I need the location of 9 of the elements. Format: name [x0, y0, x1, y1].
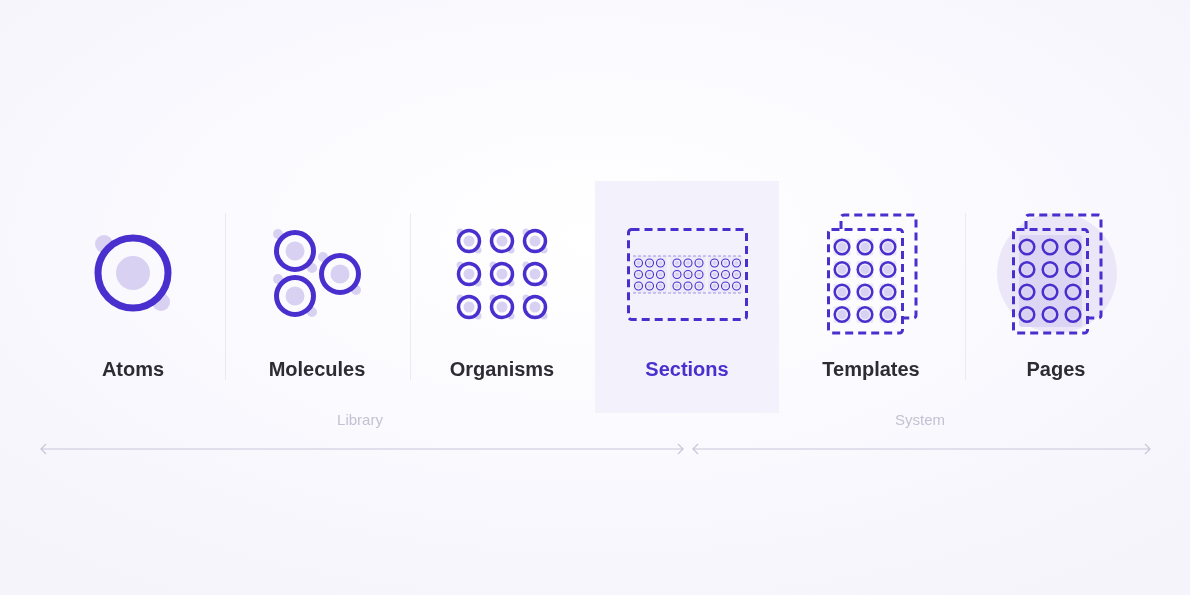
category-title: Sections	[645, 357, 729, 381]
category-title: Templates	[822, 357, 920, 381]
category-title: Molecules	[268, 357, 366, 381]
highlight-panel	[595, 181, 779, 413]
category-title: Atoms	[101, 357, 165, 381]
category-title: Pages	[1026, 357, 1086, 381]
category-title: Organisms	[449, 357, 555, 381]
range-label: System	[895, 411, 945, 429]
range-label: Library	[337, 411, 383, 429]
